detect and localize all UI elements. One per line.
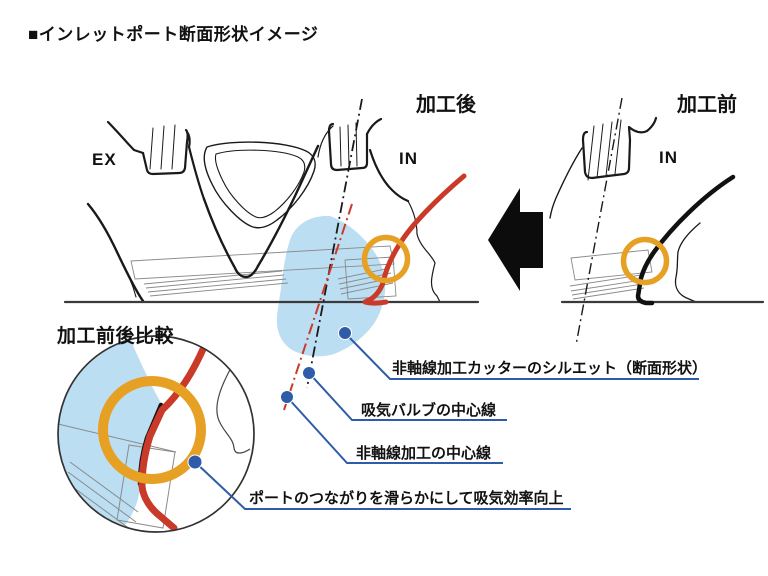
non-axis-machining-centerline bbox=[283, 203, 353, 411]
before-valve-guide-lines bbox=[587, 119, 622, 181]
anchor-dot-silhouette bbox=[338, 326, 352, 340]
callout-leader-lines bbox=[194, 332, 699, 510]
callout-valve-centerline: 吸気バルブの中心線 bbox=[361, 402, 497, 419]
cutter-silhouette-shape bbox=[276, 215, 386, 357]
anchor-dot-valve-centerline bbox=[302, 366, 316, 380]
magnified-right-wall bbox=[216, 365, 251, 454]
head-line-art bbox=[63, 117, 480, 304]
callout-anchor-dots bbox=[187, 326, 352, 470]
unmachined-port-wall bbox=[635, 174, 736, 306]
comparison-magnifier bbox=[57, 335, 255, 533]
in-valve-guide-lines bbox=[339, 122, 358, 167]
callout-port-smoothing: ポートのつながりを滑らかにして吸気効率向上 bbox=[249, 490, 564, 507]
magnifier-outline bbox=[57, 335, 255, 533]
intake-valve-centerline bbox=[306, 98, 363, 389]
magnified-highlight-ring bbox=[98, 376, 206, 484]
callout-machining-centerline: 非軸線加工の中心線 bbox=[356, 445, 492, 462]
ex-valve-guide-lines bbox=[149, 124, 176, 170]
before-machining-section bbox=[549, 97, 765, 346]
magnified-construction-lines bbox=[58, 423, 177, 532]
anchor-dot-machining-centerline bbox=[280, 390, 294, 404]
before-line-art bbox=[549, 116, 765, 304]
before-section-title: 加工前 bbox=[677, 94, 737, 116]
after-machining-section bbox=[63, 98, 480, 411]
comparison-section-title: 加工前後比較 bbox=[57, 326, 175, 347]
anchor-dot-port-smoothing bbox=[187, 454, 203, 470]
callout-cutter-silhouette: 非軸線加工カッターのシルエット（断面形状） bbox=[392, 360, 708, 377]
exhaust-port-label: EX bbox=[92, 150, 117, 169]
seat-construction-lines bbox=[130, 245, 397, 300]
intake-port-label-after: IN bbox=[399, 149, 418, 168]
page-title: ■インレットポート断面形状イメージ bbox=[28, 25, 319, 44]
highlight-ring-before bbox=[620, 236, 670, 286]
after-section-title: 加工後 bbox=[416, 94, 476, 116]
intake-port-label-before: IN bbox=[659, 148, 678, 167]
highlight-ring-after bbox=[361, 234, 411, 284]
arrow-left-icon bbox=[488, 188, 543, 291]
